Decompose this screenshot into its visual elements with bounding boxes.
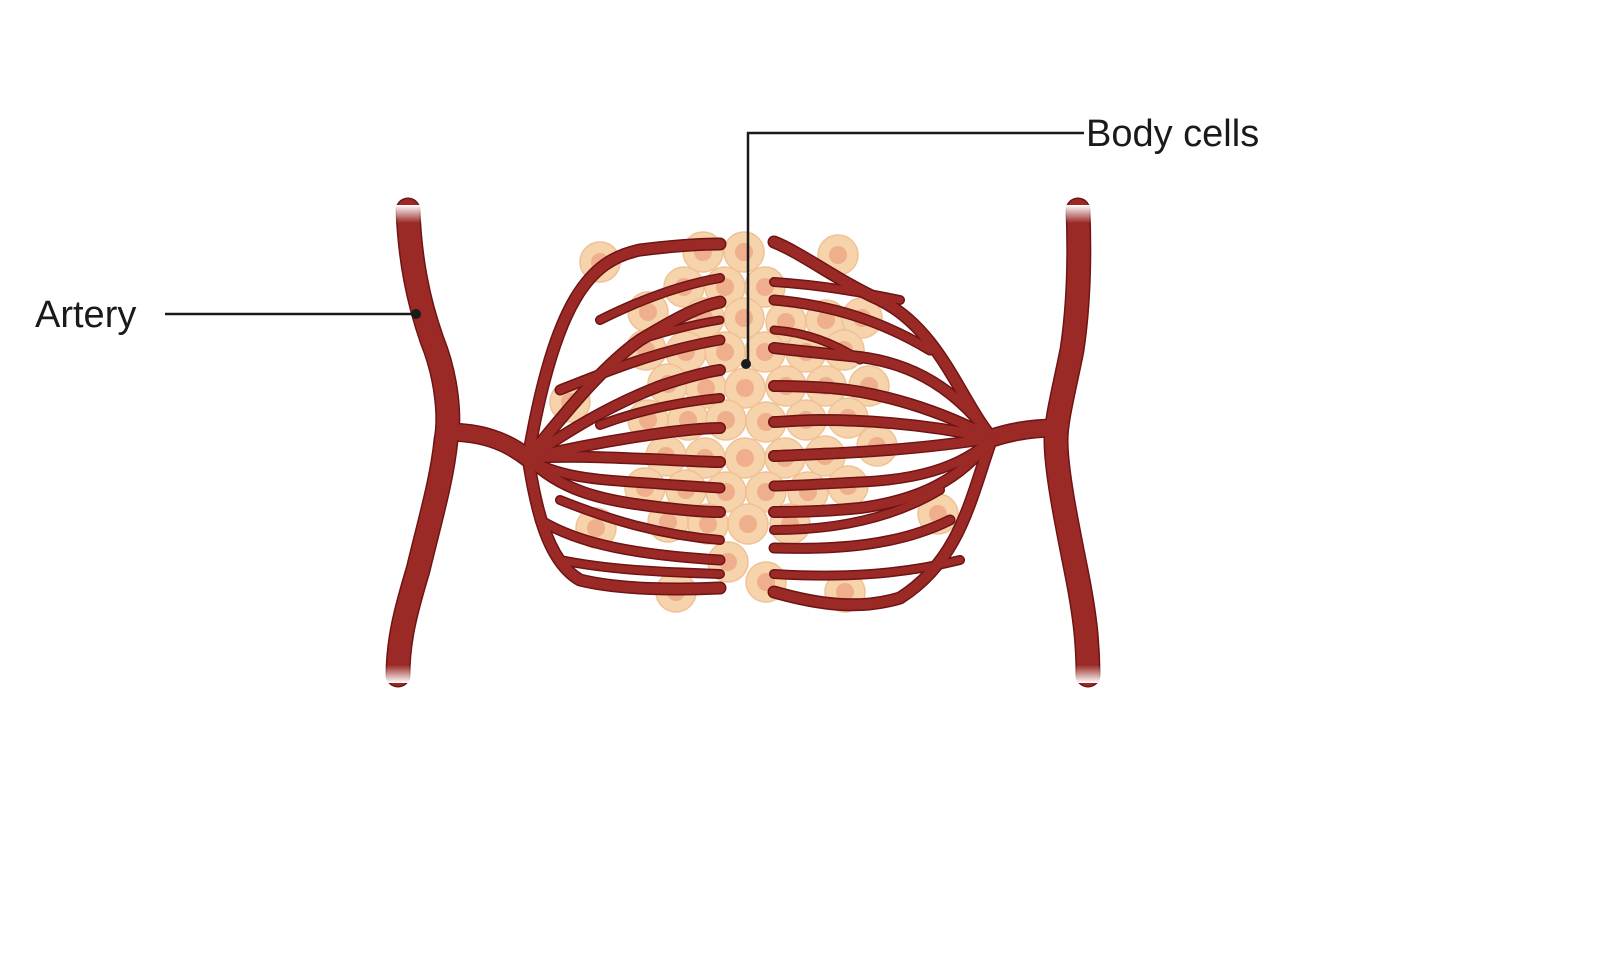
right-vein-bottom-fade: [1060, 665, 1110, 683]
blood-vessel: [556, 336, 724, 394]
blood-vessel: [769, 433, 997, 610]
left-artery-top-fade: [385, 205, 435, 223]
blood-vessel: [769, 237, 997, 443]
blood-vessel: [770, 434, 996, 490]
blood-vessel: [524, 454, 724, 492]
blood-vessel: [1045, 199, 1099, 686]
body-cell-nucleus: [736, 449, 754, 467]
artery-leader-dot: [411, 309, 421, 319]
body-cell-nucleus: [836, 583, 854, 601]
body-cell-nucleus: [735, 243, 753, 261]
blood-vessel: [769, 433, 997, 461]
body-cell-nucleus: [587, 519, 605, 537]
blood-vessel: [523, 239, 725, 463]
body-cells-leader-line: [746, 131, 1084, 364]
body-cell-nucleus: [735, 309, 753, 327]
body-cell-nucleus: [829, 246, 847, 264]
blood-vessel: [637, 317, 723, 343]
blood-vessel: [770, 516, 954, 553]
blood-vessel: [523, 452, 725, 467]
body-cell-nucleus: [817, 311, 835, 329]
blood-vessel: [523, 453, 725, 517]
body-cell-nucleus: [736, 379, 754, 397]
body-cells-callout: Body cells: [741, 113, 1259, 369]
blood-vessel: [556, 496, 724, 544]
blood-vessel: [523, 423, 725, 463]
body-cell: [723, 231, 765, 273]
body-cell-nucleus: [659, 513, 677, 531]
blood-vessel: [769, 381, 997, 443]
blood-vessel: [556, 556, 724, 578]
blood-vessel: [523, 297, 725, 463]
blood-vessel: [770, 486, 944, 534]
blood-vessel: [523, 453, 725, 595]
blood-vessel: [771, 327, 863, 363]
blood-vessel: [984, 420, 1064, 446]
body-cell: [727, 503, 769, 545]
left-artery-bottom-fade: [385, 665, 435, 683]
blood-vessel: [769, 343, 997, 443]
vessel-network: [387, 199, 1099, 686]
body-cell-nucleus: [739, 515, 757, 533]
artery-callout: Artery: [35, 294, 421, 336]
body-cell-nucleus: [697, 379, 715, 397]
artery-label: Artery: [35, 294, 136, 336]
right-vein-top-fade: [1060, 205, 1110, 223]
blood-vessel: [523, 365, 725, 463]
body-cells-label: Body cells: [1086, 113, 1259, 155]
body-cell-nucleus: [639, 303, 657, 321]
blood-vessel: [769, 433, 997, 517]
blood-vessel: [596, 274, 724, 324]
body-cell-nucleus: [716, 343, 734, 361]
blood-vessel: [770, 556, 964, 580]
body-cell-nucleus: [699, 515, 717, 533]
blood-vessel: [770, 296, 934, 354]
blood-vessel: [438, 424, 536, 466]
body-cells-leader-dot: [741, 359, 751, 369]
blood-vessel: [596, 394, 724, 429]
blood-vessel: [387, 199, 459, 686]
blood-vessel: [769, 415, 997, 443]
blood-vessel: [770, 278, 904, 304]
blood-vessel: [536, 516, 724, 564]
